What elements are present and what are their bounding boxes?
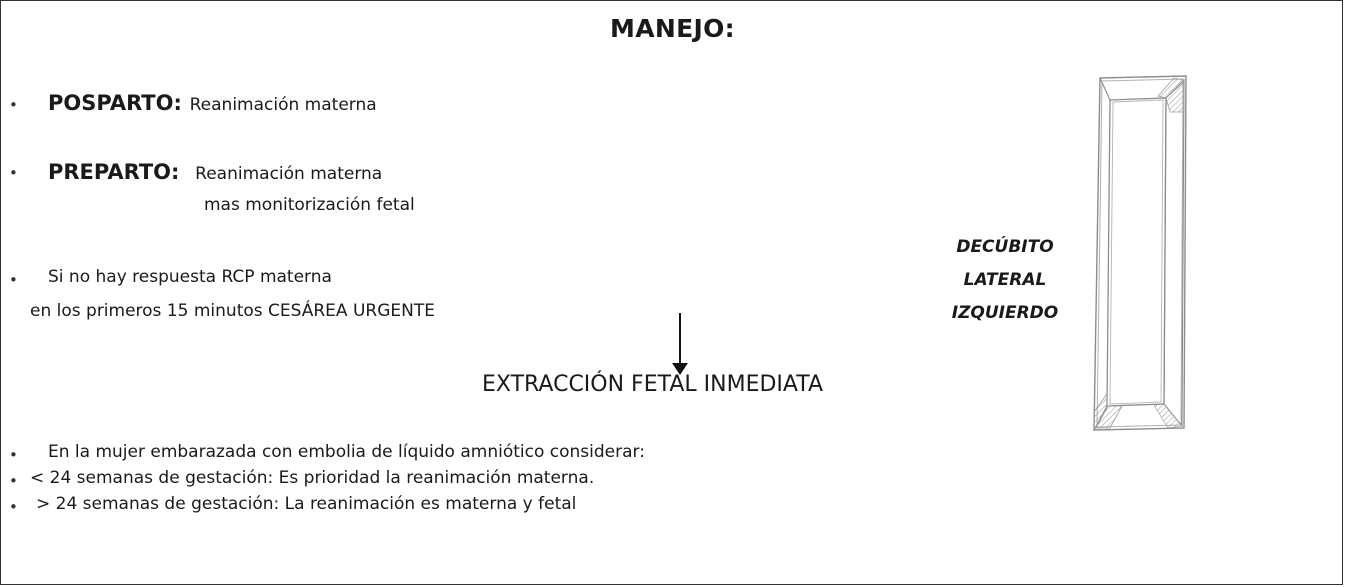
bullet-icon: • xyxy=(9,446,18,464)
position-line-1: DECÚBITO xyxy=(956,237,1054,257)
tilted-bed-icon xyxy=(1093,75,1187,431)
posparto-item: POSPARTO: Reanimación materna xyxy=(48,91,377,115)
mayor-24-text: > 24 semanas de gestación: La reanimació… xyxy=(36,494,577,514)
position-line-2: LATERAL xyxy=(963,270,1047,290)
menor-24-text: < 24 semanas de gestación: Es prioridad … xyxy=(30,468,595,488)
rcp-line-1: Si no hay respuesta RCP materna xyxy=(48,267,332,287)
bullet-icon: • xyxy=(9,271,18,289)
posparto-label: POSPARTO: xyxy=(48,91,182,115)
preparto-text-1: Reanimación materna xyxy=(195,164,383,184)
bullet-icon: • xyxy=(9,96,18,114)
preparto-label: PREPARTO: xyxy=(48,160,180,184)
embolia-text: En la mujer embarazada con embolia de lí… xyxy=(48,442,645,462)
slide-title: MANEJO: xyxy=(610,14,735,43)
preparto-text-2: mas monitorización fetal xyxy=(204,195,415,215)
bullet-icon: • xyxy=(9,164,18,182)
rcp-line-2: en los primeros 15 minutos CESÁREA URGEN… xyxy=(30,301,435,321)
bullet-icon: • xyxy=(9,498,18,516)
position-line-3: IZQUIERDO xyxy=(951,303,1059,323)
posparto-text: Reanimación materna xyxy=(189,95,377,115)
position-label: DECÚBITO LATERAL IZQUIERDO xyxy=(930,231,1080,330)
arrow-down-icon xyxy=(679,313,681,371)
preparto-item: PREPARTO: Reanimación materna xyxy=(48,160,382,184)
extraction-text: EXTRACCIÓN FETAL INMEDIATA xyxy=(482,372,824,397)
arrow-head xyxy=(672,363,688,375)
bullet-icon: • xyxy=(9,472,18,490)
